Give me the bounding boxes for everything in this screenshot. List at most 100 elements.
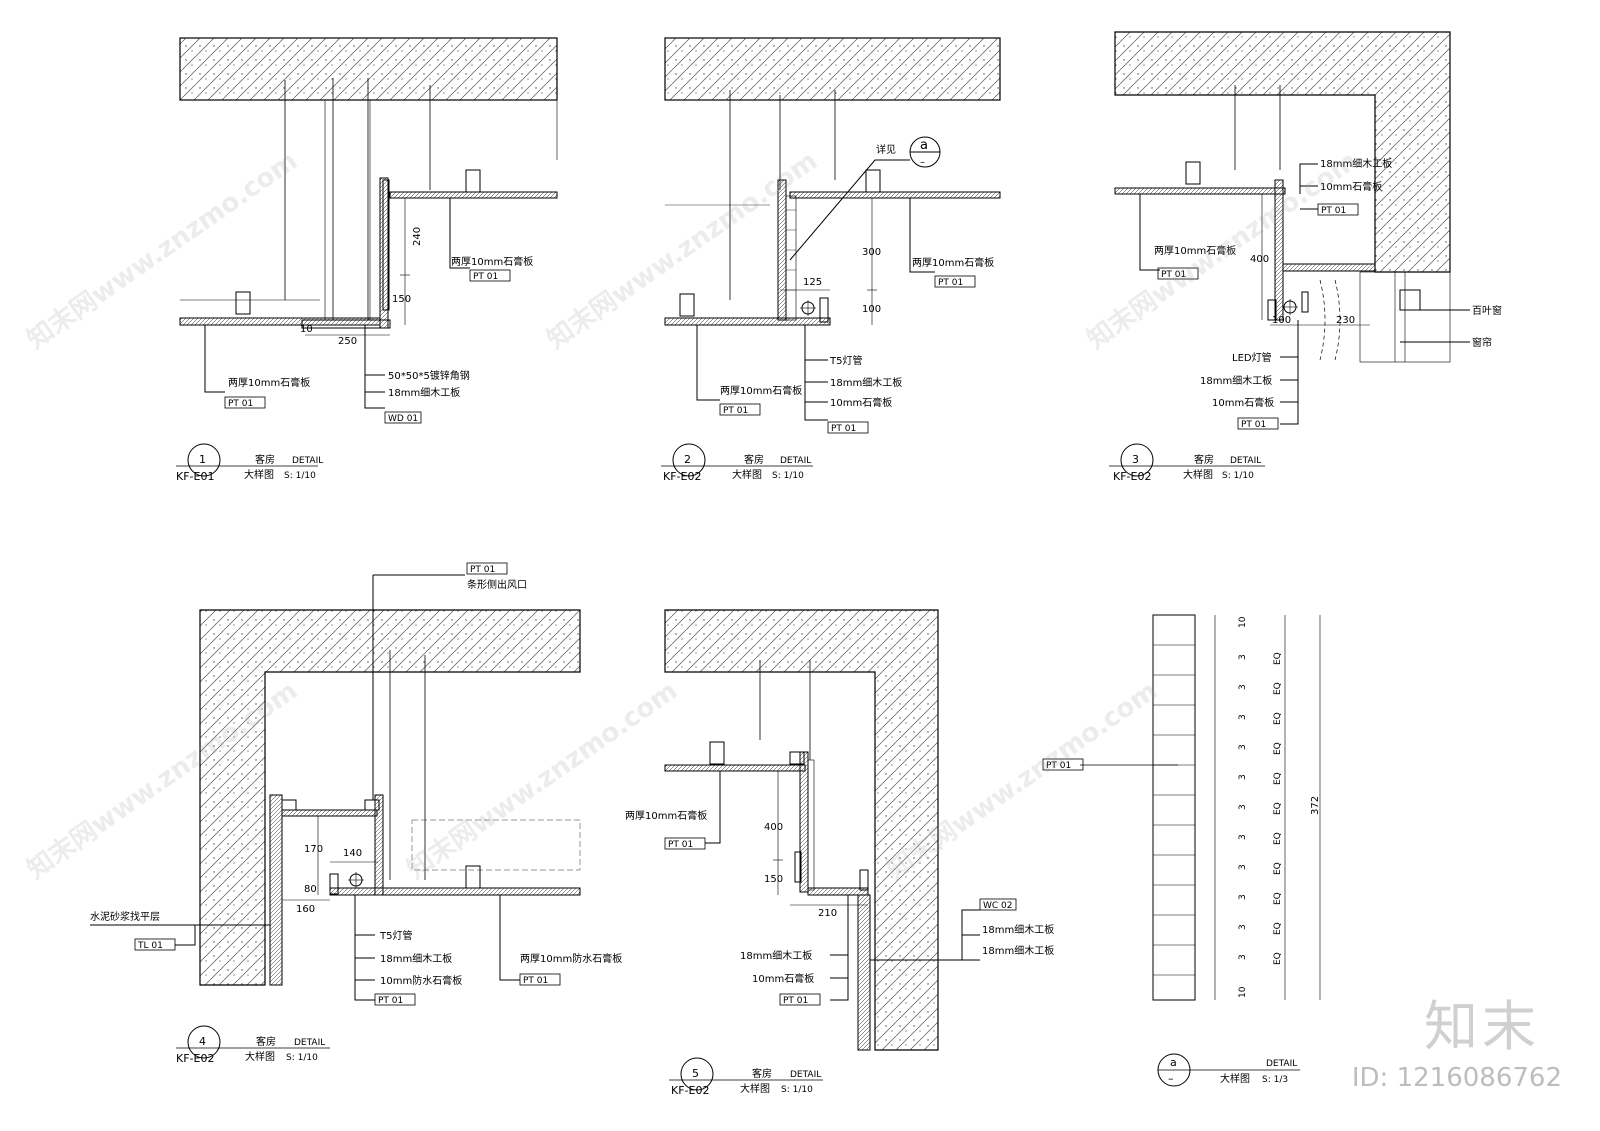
title-num: 1 <box>199 453 206 466</box>
dim-210: 210 <box>818 908 837 919</box>
title-block-5: 5 KF-E02 客房 DETAIL 大样图 S: 1/10 <box>669 1057 823 1097</box>
upper-ceiling-board <box>389 191 558 199</box>
dim-100: 100 <box>1272 315 1291 326</box>
title-detail: DETAIL <box>292 456 323 466</box>
brand-watermark: 知末 <box>1424 995 1540 1058</box>
detail-5-drawing <box>664 609 980 1051</box>
dim-eq: EQ <box>1273 802 1283 815</box>
label-slot-vent: 条形侧出风口 <box>467 578 527 591</box>
tag-pt01: PT 01 <box>470 565 495 575</box>
title-room: 客房 <box>744 453 764 466</box>
id-watermark: ID: 1216086762 <box>1351 1063 1562 1093</box>
detail-4-drawing <box>90 574 581 1001</box>
detail-2-texts: 详见 a – 300 100 125 两厚10mm石膏板 PT 01 两厚10m… <box>719 138 994 434</box>
title-room: 客房 <box>1194 453 1214 466</box>
dim-3: 3 <box>1238 864 1248 870</box>
label-wood-board: 18mm细木工板 <box>830 376 902 389</box>
label-blind-window: 百叶窗 <box>1472 304 1502 317</box>
detail-2-drawing <box>664 37 1001 421</box>
label-t5: T5灯管 <box>829 354 862 367</box>
title-num: 3 <box>1132 453 1139 466</box>
title-block-2: 2 KF-E02 客房 DETAIL 大样图 S: 1/10 <box>661 443 813 483</box>
label-gypsum-10: 10mm石膏板 <box>752 972 814 985</box>
dim-eq: EQ <box>1273 652 1283 665</box>
tag-pt01: PT 01 <box>783 996 808 1006</box>
dim-150: 150 <box>764 874 783 885</box>
dim-80: 80 <box>304 884 317 895</box>
label-led: LED灯管 <box>1232 351 1272 364</box>
title-block-1: 1 KF-E01 客房 DETAIL 大样图 S: 1/10 <box>176 443 323 483</box>
tag-pt01: PT 01 <box>1161 270 1186 280</box>
callout-sheet: – <box>920 157 925 168</box>
title-scale: S: 1/10 <box>1222 471 1254 481</box>
upper-ceiling-board <box>789 191 1001 199</box>
label-gypsum-10: 10mm石膏板 <box>830 396 892 409</box>
dim-3: 3 <box>1238 714 1248 720</box>
dim-eq: EQ <box>1273 952 1283 965</box>
detail-1-drawing <box>179 37 558 409</box>
slat-panel <box>1152 614 1196 1001</box>
dim-170: 170 <box>304 844 323 855</box>
dim-140: 140 <box>343 848 362 859</box>
title-type: 大样图 <box>740 1082 770 1095</box>
dim-125: 125 <box>803 277 822 288</box>
title-scale: S: 1/10 <box>781 1085 813 1095</box>
lower-ceiling-board <box>664 317 831 326</box>
label-gypsum: 两厚10mm石膏板 <box>625 809 707 822</box>
title-scale: S: 1/10 <box>772 471 804 481</box>
title-scale: S: 1/3 <box>1262 1075 1288 1085</box>
dim-eq: EQ <box>1273 832 1283 845</box>
label-wood-board: 18mm细木工板 <box>380 952 452 965</box>
callout-letter: a <box>920 138 928 153</box>
tag-tl01: TL 01 <box>137 941 163 951</box>
title-code: KF-E01 <box>176 470 214 483</box>
title-code: KF-E02 <box>1113 470 1151 483</box>
dim-230: 230 <box>1336 315 1355 326</box>
title-detail: DETAIL <box>294 1038 325 1048</box>
tag-pt01: PT 01 <box>1321 206 1346 216</box>
label-cement-mortar: 水泥砂浆找平层 <box>90 910 160 923</box>
label-gypsum: 两厚10mm石膏板 <box>228 376 310 389</box>
label-wood-board: 18mm细木工板 <box>982 923 1054 936</box>
concrete-slab <box>664 37 1001 101</box>
dim-eq: EQ <box>1273 922 1283 935</box>
label-wood-board: 18mm细木工板 <box>982 944 1054 957</box>
dim-3: 3 <box>1238 684 1248 690</box>
detail-3-texts: 18mm细木工板 10mm石膏板 PT 01 两厚10mm石膏板 PT 01 4… <box>1154 157 1502 430</box>
dim-3: 3 <box>1238 894 1248 900</box>
dim-10: 10 <box>1238 616 1248 628</box>
dim-400: 400 <box>764 822 783 833</box>
title-code: KF-E02 <box>671 1084 709 1097</box>
tag-pt01: PT 01 <box>228 399 253 409</box>
detail-3-drawing <box>1114 31 1470 425</box>
dim-150: 150 <box>392 294 411 305</box>
label-wood-board: 18mm细木工板 <box>740 949 812 962</box>
label-wood-board: 18mm细木工板 <box>1200 374 1272 387</box>
dim-3: 3 <box>1238 774 1248 780</box>
detail-5-texts: 两厚10mm石膏板 PT 01 400 150 210 18mm细木工板 10m… <box>625 809 1054 1006</box>
label-gypsum-10: 10mm石膏板 <box>1212 396 1274 409</box>
concrete-wall <box>664 609 939 1051</box>
dim-eq: EQ <box>1273 892 1283 905</box>
title-block-a: a – DETAIL 大样图 S: 1/3 <box>1157 1053 1300 1087</box>
tag-pt01: PT 01 <box>1046 761 1071 771</box>
dim-240: 240 <box>412 227 423 246</box>
dim-160: 160 <box>296 904 315 915</box>
tag-wd01: WD 01 <box>388 414 418 424</box>
tag-pt01: PT 01 <box>523 976 548 986</box>
dim-3: 3 <box>1238 654 1248 660</box>
title-type: 大样图 <box>244 468 274 481</box>
dim-eq: EQ <box>1273 682 1283 695</box>
title-room: 客房 <box>255 453 275 466</box>
title-detail: DETAIL <box>1230 456 1261 466</box>
lower-ceiling-board <box>329 887 581 896</box>
tag-pt01: PT 01 <box>938 278 963 288</box>
title-detail: DETAIL <box>790 1070 821 1080</box>
title-block-3: 3 KF-E02 客房 DETAIL 大样图 S: 1/10 <box>1109 443 1265 483</box>
label-gypsum: 两厚10mm石膏板 <box>720 384 802 397</box>
tag-pt01: PT 01 <box>1241 420 1266 430</box>
tag-pt01: PT 01 <box>378 996 403 1006</box>
dim-300: 300 <box>862 247 881 258</box>
dim-eq: EQ <box>1273 742 1283 755</box>
dim-3: 3 <box>1238 954 1248 960</box>
